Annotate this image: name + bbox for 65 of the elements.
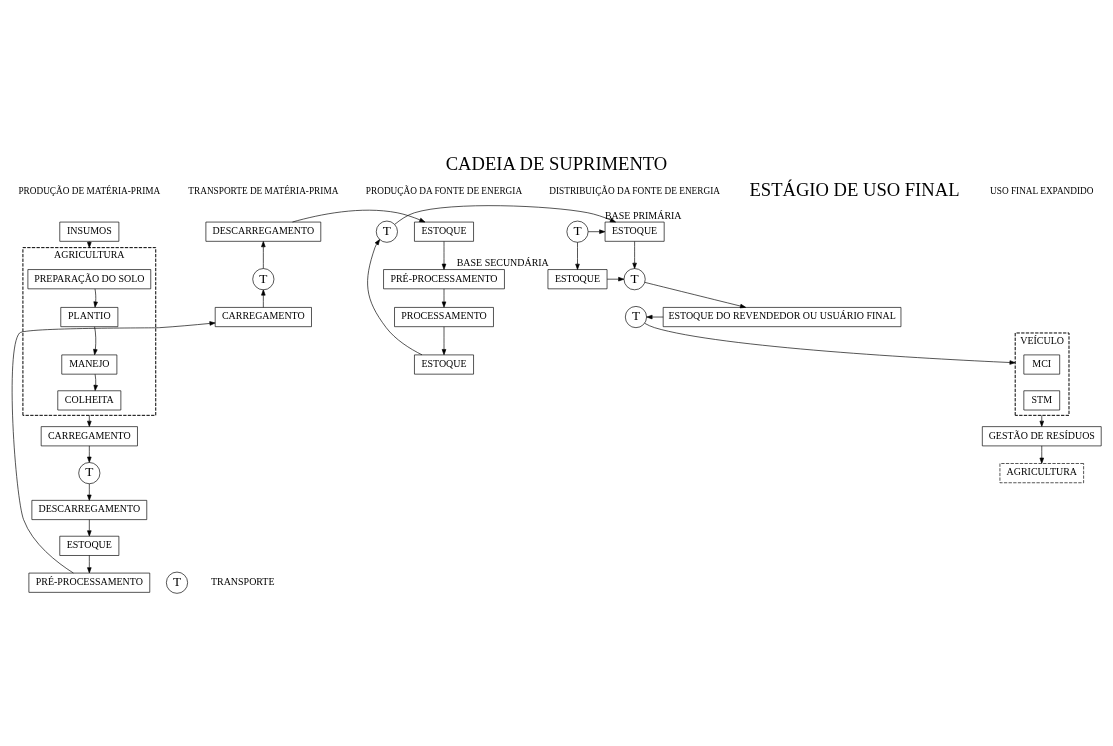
node-box: AGRICULTURA bbox=[999, 463, 1084, 484]
arrow bbox=[292, 209, 426, 223]
label: PRODUÇÃO DA FONTE DE ENERGIA bbox=[365, 185, 523, 196]
node-box: MANEJO bbox=[61, 354, 118, 375]
arrow bbox=[93, 326, 98, 356]
node-box: CARREGAMENTO bbox=[40, 426, 138, 447]
arrow bbox=[93, 288, 98, 308]
arrow bbox=[261, 241, 266, 269]
arrow bbox=[93, 373, 98, 391]
node-box: PRÉ-PROCESSAMENTO bbox=[383, 269, 505, 290]
node-box: COLHEITA bbox=[57, 390, 122, 411]
arrow bbox=[87, 415, 92, 427]
arrow bbox=[87, 483, 92, 501]
node-box: DESCARREGAMENTO bbox=[31, 500, 148, 520]
node-circle: T bbox=[625, 306, 647, 328]
node-circle: T bbox=[78, 462, 101, 485]
arrow bbox=[261, 289, 266, 308]
node-circle: T bbox=[375, 220, 398, 243]
arrow bbox=[1039, 415, 1044, 427]
node-label: BASE SECUNDÁRIA bbox=[456, 257, 549, 269]
arrow bbox=[575, 242, 580, 270]
arrow bbox=[644, 323, 1016, 365]
arrow bbox=[11, 321, 216, 574]
arrow bbox=[87, 241, 92, 248]
label: USO FINAL EXPANDIDO bbox=[990, 185, 1094, 196]
node-circle: T bbox=[623, 268, 646, 291]
node-box: ESTOQUE bbox=[414, 354, 474, 375]
node-circle: T bbox=[166, 571, 188, 594]
node-box: STM bbox=[1023, 390, 1061, 411]
node-box: ESTOQUE bbox=[414, 221, 474, 242]
arrow bbox=[441, 288, 447, 308]
arrow bbox=[646, 314, 664, 320]
node-box: ESTOQUE bbox=[604, 221, 665, 242]
node-box: DESCARREGAMENTO bbox=[205, 221, 322, 242]
node-box: PROCESSAMENTO bbox=[394, 307, 494, 327]
arrow bbox=[606, 277, 625, 282]
arrow bbox=[367, 239, 423, 356]
legend-label: TRANSPORTE bbox=[210, 576, 275, 588]
arrow bbox=[632, 241, 637, 269]
arrow bbox=[87, 555, 92, 574]
node-box: CARREGAMENTO bbox=[214, 307, 312, 327]
node-box: MCI bbox=[1023, 354, 1061, 375]
arrow bbox=[644, 282, 746, 309]
arrow bbox=[87, 519, 92, 537]
node-box: GESTÃO DE RESÍDUOS bbox=[982, 426, 1102, 447]
node-box: ESTOQUE bbox=[59, 535, 120, 556]
arrow bbox=[441, 326, 447, 356]
arrow bbox=[441, 241, 447, 270]
arrow bbox=[1039, 445, 1044, 464]
label: DISTRIBUIÇÃO DA FONTE DE ENERGIA bbox=[549, 185, 720, 196]
node-box: PLANTIO bbox=[60, 307, 119, 327]
node-box: ESTOQUE bbox=[547, 269, 608, 290]
node-box: ESTOQUE DO REVENDEDOR OU USUÁRIO FINAL bbox=[662, 307, 902, 327]
node-box: PRÉ-PROCESSAMENTO bbox=[28, 572, 151, 593]
node-circle: T bbox=[252, 268, 275, 291]
label: ESTÁGIO DE USO FINAL bbox=[749, 179, 960, 201]
node-label: BASE PRIMÁRIA bbox=[604, 209, 682, 221]
node-circle: T bbox=[566, 220, 589, 243]
diagram-title: CADEIA DE SUPRIMENTO bbox=[445, 153, 668, 175]
label: PRODUÇÃO DE MATÉRIA-PRIMA bbox=[18, 185, 161, 196]
label: TRANSPORTE DE MATÉRIA-PRIMA bbox=[188, 185, 339, 196]
arrow bbox=[394, 205, 616, 225]
arrow bbox=[87, 445, 92, 463]
arrow bbox=[587, 229, 606, 234]
node-box: PREPARAÇÃO DO SOLO bbox=[27, 269, 152, 290]
